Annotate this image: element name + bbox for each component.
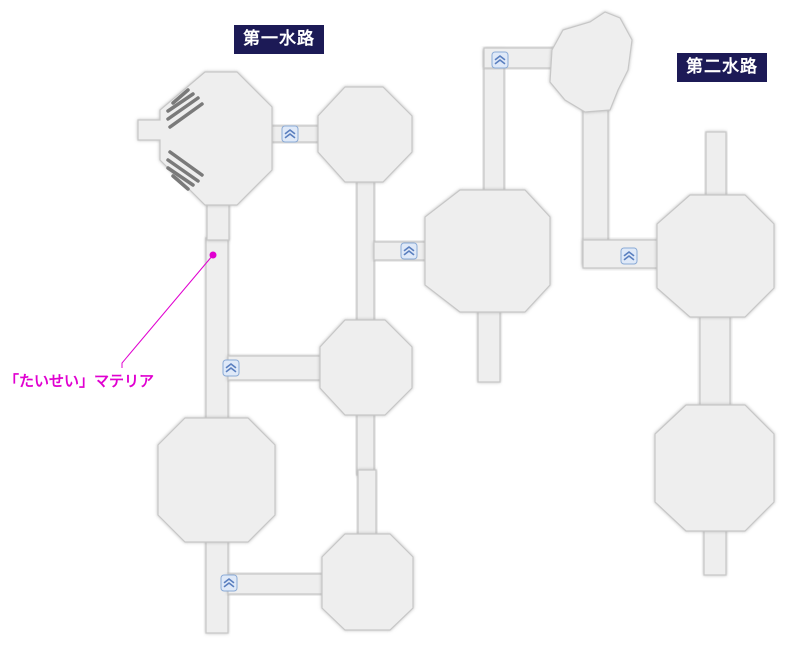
vent-stripe (166, 92, 195, 113)
room-b-upper-middle (317, 86, 413, 183)
room-f-right (656, 194, 775, 318)
door-chevron-icon (400, 242, 418, 260)
vent-stripe (166, 96, 200, 121)
vent-stripe (166, 158, 200, 183)
door-chevron-icon (281, 125, 299, 143)
vent-stripe (168, 102, 204, 129)
doors (220, 51, 638, 592)
corridor-b-to-d-vertical (356, 179, 375, 331)
room-a-upper-left (137, 71, 273, 206)
item-marker (121, 251, 217, 368)
room-left-lower (157, 417, 276, 543)
corridor-d-down (477, 309, 501, 383)
room-c-middle (319, 319, 413, 416)
corridor-f-up (705, 131, 727, 203)
corridor-e-down (582, 94, 609, 266)
vent-stripe (171, 88, 190, 105)
door-chevron-icon (222, 359, 240, 377)
door-chevron-icon (620, 247, 638, 265)
corridor-west-to-room-c (227, 355, 329, 381)
corridor-to-room-g (357, 469, 377, 541)
area-label-second-waterway: 第二水路 (677, 53, 767, 82)
rooms (137, 11, 775, 631)
vent-stripe (166, 166, 195, 187)
room-e-upper-right-irregular (549, 11, 633, 113)
item-label-materia: 「たいせい」マテリア (4, 372, 155, 390)
door-chevron-icon (220, 574, 238, 592)
vent-stripe (171, 174, 190, 191)
area-label-first-waterway: 第一水路 (234, 25, 324, 54)
room-d-center (424, 189, 551, 313)
room-h-lower-right (654, 404, 775, 532)
vent-stripe (168, 150, 204, 177)
corridors (205, 47, 731, 634)
corridor-d-up (483, 49, 505, 201)
corridor-west-to-room-g (227, 573, 329, 595)
item-marker-icon (209, 251, 217, 259)
vent-stripes (166, 88, 204, 191)
door-chevron-icon (491, 51, 509, 69)
item-leader-line (121, 254, 214, 368)
room-g-bottom-middle (321, 533, 414, 631)
